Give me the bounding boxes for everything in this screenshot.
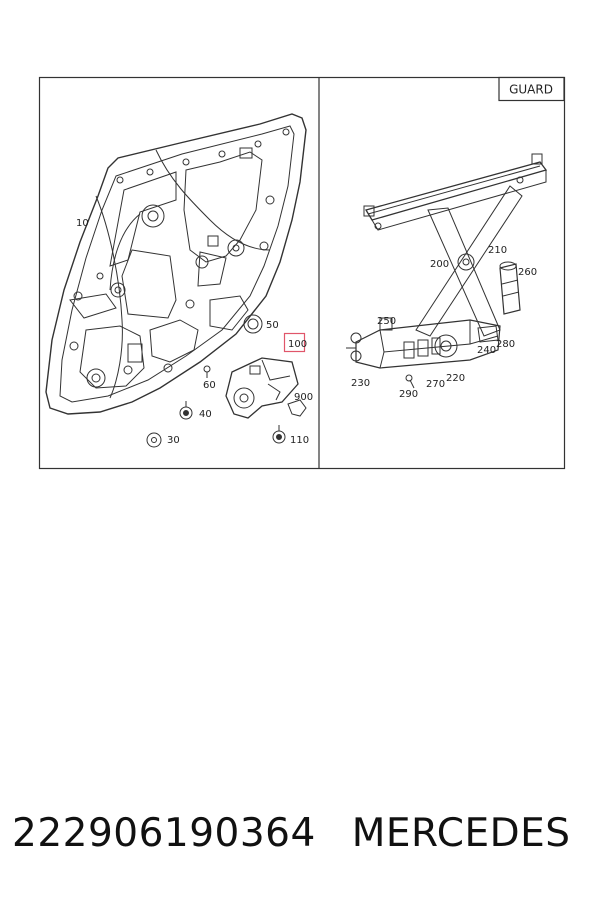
door-carrier-panel [45, 113, 307, 415]
grommet-part-30 [146, 432, 162, 448]
diagram-frame [38, 76, 566, 470]
callout-label: 110 [290, 435, 309, 446]
callout-label: 40 [199, 409, 212, 420]
guard-label: GUARD [509, 83, 553, 97]
part-caption: 222906190364 MERCEDES [12, 806, 592, 860]
callout-label: 50 [266, 320, 279, 331]
callout-label: 220 [446, 373, 465, 384]
callout-label: 230 [351, 378, 370, 389]
highlight-box [283, 332, 306, 353]
connector-part-900 [287, 399, 307, 417]
bolt-part-110 [272, 425, 286, 444]
callout-label: 210 [488, 245, 507, 256]
guard-tag: GUARD [498, 76, 565, 102]
right-callouts: 210 200 260 250 240 280 230 270 220 290 [351, 245, 537, 400]
window-regulator-assembly [346, 153, 548, 389]
callout-label: 100 [288, 339, 307, 350]
callout-label: 200 [430, 259, 449, 270]
left-callouts: 10 50 100 60 40 900 30 110 [76, 218, 313, 446]
seal-ring-part [243, 314, 263, 334]
window-motor-part [225, 357, 299, 419]
brand-name: MERCEDES [351, 810, 571, 856]
callout-label: 30 [167, 435, 180, 446]
nut-part-40 [179, 401, 193, 420]
callout-label: 250 [377, 316, 396, 327]
part-number: 222906190364 [12, 810, 316, 856]
callout-label: 280 [496, 339, 515, 350]
screw-part-60 [203, 365, 211, 378]
callout-label: 240 [477, 345, 496, 356]
callout-label: 260 [518, 267, 537, 278]
callout-label: 290 [399, 389, 418, 400]
callout-label: 60 [203, 380, 216, 391]
callout-label: 10 [76, 218, 89, 229]
callout-label: 270 [426, 379, 445, 390]
callout-label: 900 [294, 392, 313, 403]
